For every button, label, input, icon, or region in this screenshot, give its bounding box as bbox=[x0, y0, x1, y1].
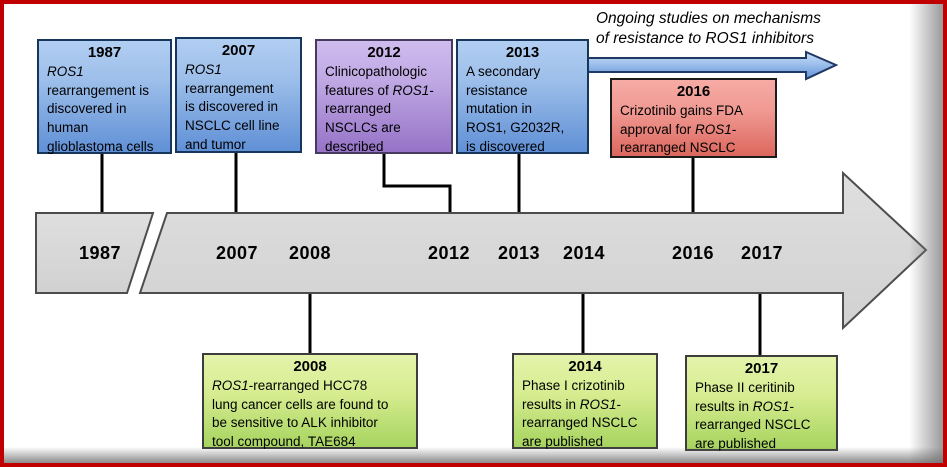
annotation-line-2: of resistance to ROS1 inhibitors bbox=[596, 30, 814, 47]
timeline-bar-arrow bbox=[138, 170, 928, 331]
event-box-2008: 2008 ROS1-rearranged HCC78 lung cancer c… bbox=[202, 353, 418, 449]
event-text-2017: Phase II ceritinib results in ROS1- rear… bbox=[695, 379, 811, 452]
event-text-2014: Phase I crizotinib results in ROS1- rear… bbox=[522, 377, 638, 450]
year-label-2016: 2016 bbox=[671, 243, 715, 263]
event-text-2016: Crizotinib gains FDA approval for ROS1- … bbox=[620, 102, 744, 156]
connector-2012 bbox=[382, 153, 452, 214]
event-box-2014: 2014 Phase I crizotinib results in ROS1-… bbox=[512, 353, 658, 449]
event-text-1987: ROS1 rearrangement is discovered in huma… bbox=[47, 63, 154, 154]
event-year-2008: 2008 bbox=[293, 358, 327, 375]
event-box-2012: 2012 Clinicopathologic features of ROS1-… bbox=[315, 39, 453, 154]
year-label-2017: 2017 bbox=[740, 243, 784, 263]
timeline-bar-left-segment bbox=[35, 212, 155, 294]
event-box-1987: 1987 ROS1 rearrangement is discovered in… bbox=[37, 39, 172, 154]
annotation-line-1: Ongoing studies on mechanisms bbox=[596, 10, 821, 27]
event-box-2013: 2013 A secondary resistance mutation in … bbox=[456, 39, 589, 154]
annotation-ongoing-studies: Ongoing studies on mechanisms of resista… bbox=[596, 9, 821, 49]
event-year-2012: 2012 bbox=[367, 44, 401, 61]
year-label-2013: 2013 bbox=[497, 243, 541, 263]
year-label-2012: 2012 bbox=[427, 243, 471, 263]
event-year-2013: 2013 bbox=[505, 44, 540, 61]
event-box-2017: 2017 Phase II ceritinib results in ROS1-… bbox=[685, 355, 838, 451]
year-label-1987: 1987 bbox=[78, 243, 122, 263]
event-text-2012: Clinicopathologic features of ROS1- rear… bbox=[325, 63, 434, 154]
event-year-2014: 2014 bbox=[568, 358, 602, 375]
event-box-2007: 2007 ROS1 rearrangement is discovered in… bbox=[175, 37, 302, 153]
event-year-2017: 2017 bbox=[744, 360, 779, 377]
year-label-2008: 2008 bbox=[288, 243, 332, 263]
event-year-2016: 2016 bbox=[676, 83, 711, 100]
event-year-2007: 2007 bbox=[221, 42, 256, 59]
event-year-1987: 1987 bbox=[87, 44, 122, 61]
event-text-2007: ROS1 rearrangement is discovered in NSCL… bbox=[185, 61, 280, 152]
year-label-2014: 2014 bbox=[562, 243, 606, 263]
year-label-2007: 2007 bbox=[215, 243, 259, 263]
future-arrow bbox=[585, 50, 839, 81]
event-text-2008: ROS1-rearranged HCC78 lung cancer cells … bbox=[212, 377, 389, 450]
event-box-2016: 2016 Crizotinib gains FDA approval for R… bbox=[610, 78, 777, 158]
event-text-2013: A secondary resistance mutation in ROS1,… bbox=[466, 63, 565, 154]
